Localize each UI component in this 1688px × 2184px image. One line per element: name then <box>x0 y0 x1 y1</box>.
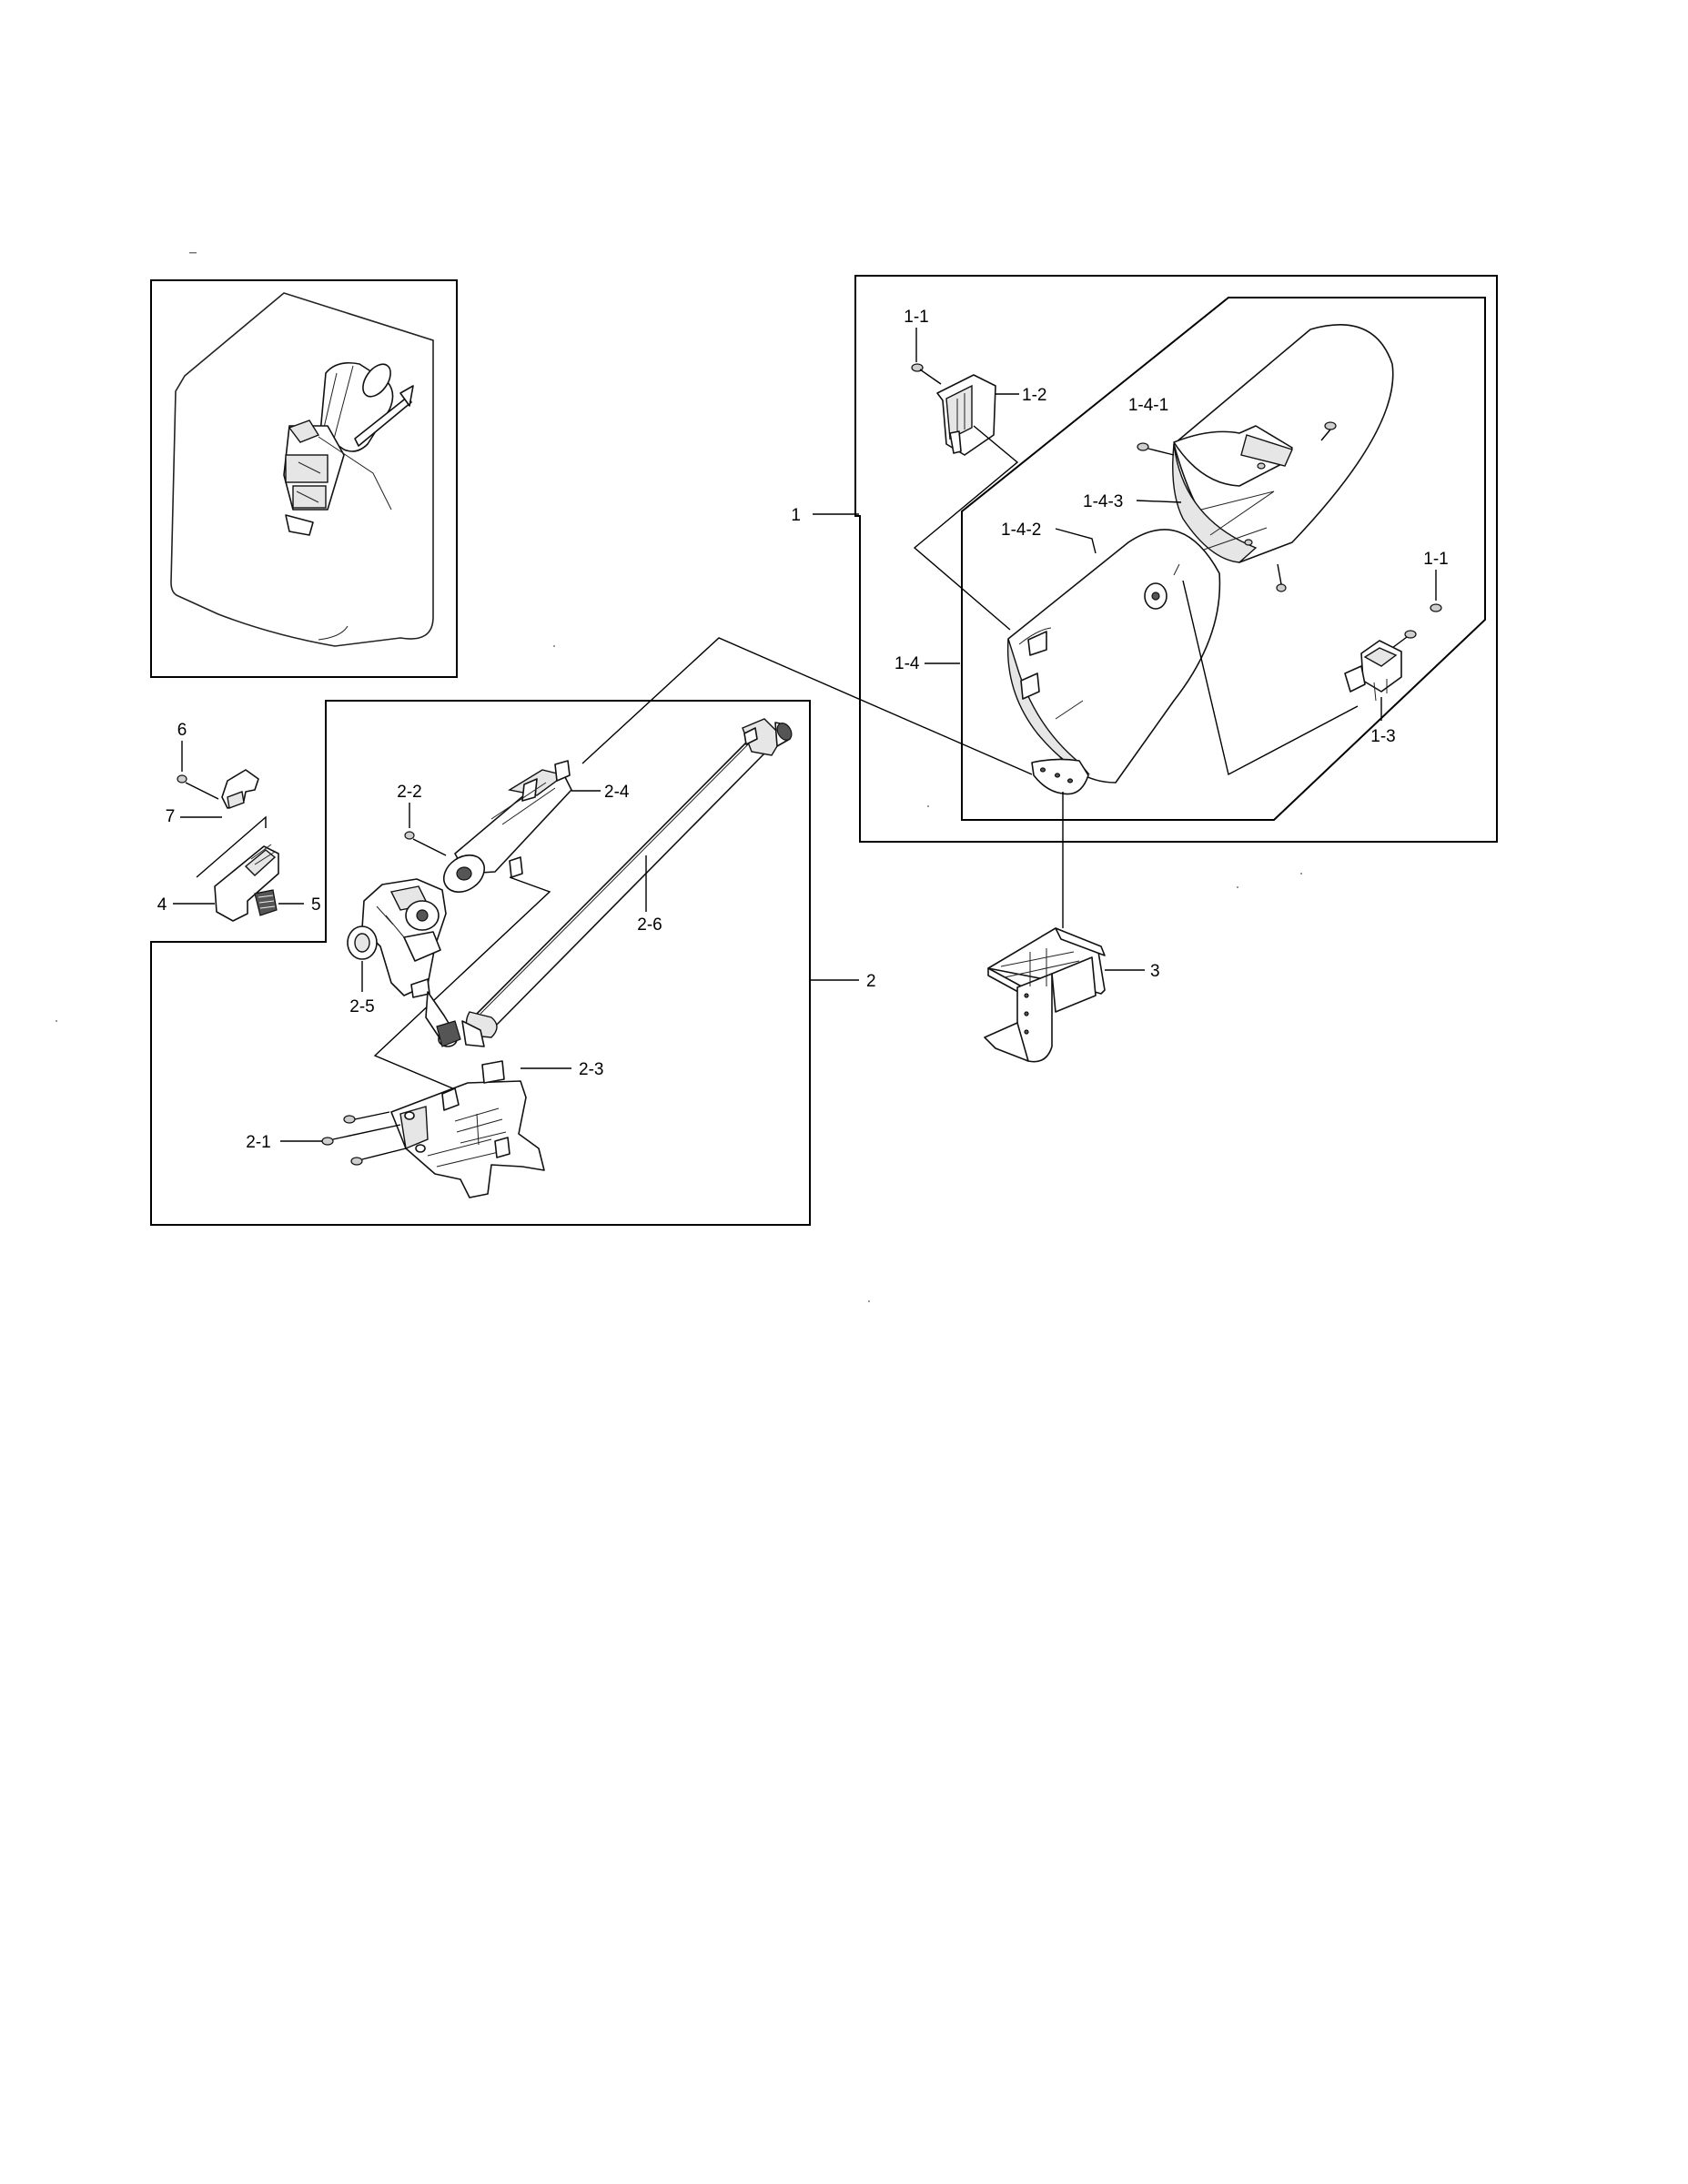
callout-7: 7 <box>166 807 176 826</box>
gas-valve-2-5: 2-5 <box>347 878 461 1047</box>
callout-2-5: 2-5 <box>349 997 374 1016</box>
igniter-holder-2-4: 2-4 <box>442 760 630 893</box>
assembly-2-frame <box>150 700 811 1226</box>
mounting-bracket-3: 3 <box>984 792 1160 1063</box>
bracket-1-2: 1-2 <box>936 374 1046 456</box>
callout-2-6: 2-6 <box>637 915 662 935</box>
callout-1-2: 1-2 <box>1022 386 1046 405</box>
overview-inset <box>150 279 458 678</box>
drum-1-4-3 <box>1172 324 1394 563</box>
callout-3: 3 <box>1150 962 1160 981</box>
callout-2-2: 2-2 <box>397 783 421 802</box>
callout-2-4: 2-4 <box>604 783 630 802</box>
callout-1-1-right: 1-1 <box>1423 550 1448 569</box>
callout-6: 6 <box>177 721 187 740</box>
callout-1-4-3: 1-4-3 <box>1083 492 1123 511</box>
callout-5: 5 <box>311 895 321 915</box>
small-parts-group: 6 7 4 5 <box>157 721 321 922</box>
overview-inset-frame <box>150 279 458 678</box>
assembly-2-gas-valve: 2 2-6 2-4 <box>150 700 876 1226</box>
scan-specks <box>56 252 1302 1302</box>
screw-1-1-left: 1-1 <box>904 308 942 385</box>
leader-2-4-to-1-4 <box>581 637 1033 775</box>
callout-2-3: 2-3 <box>579 1060 603 1079</box>
valve-bracket-2-3: 2-3 <box>390 1060 603 1198</box>
bracket-1-3: 1-1 1-3 <box>1344 550 1449 746</box>
callout-1-1-left: 1-1 <box>904 308 928 327</box>
screws-1-4-1: 1-4-1 <box>1128 396 1337 592</box>
dryer-cabinet-outline <box>170 292 434 647</box>
burner-tube-2-6: 2-6 <box>438 718 793 1047</box>
callout-2: 2 <box>866 972 876 991</box>
assembly-1-frame <box>854 275 1498 843</box>
callout-4: 4 <box>157 895 167 915</box>
callout-1-4: 1-4 <box>895 654 920 673</box>
callout-1: 1 <box>791 506 801 525</box>
callout-1-4-2: 1-4-2 <box>1001 521 1041 540</box>
overview-burner-assembly <box>283 361 414 536</box>
callout-1-4-1: 1-4-1 <box>1128 396 1168 415</box>
assembly-1-4-subframe <box>961 297 1486 821</box>
callout-2-1: 2-1 <box>246 1133 270 1152</box>
assembly-1-burner-housing: 1 1-1 1-2 <box>791 275 1498 843</box>
callout-1-3: 1-3 <box>1370 727 1395 746</box>
shell-1-4-2 <box>1006 529 1221 795</box>
screw-2-2: 2-2 <box>397 783 447 856</box>
screws-2-1: 2-1 <box>246 1111 407 1166</box>
